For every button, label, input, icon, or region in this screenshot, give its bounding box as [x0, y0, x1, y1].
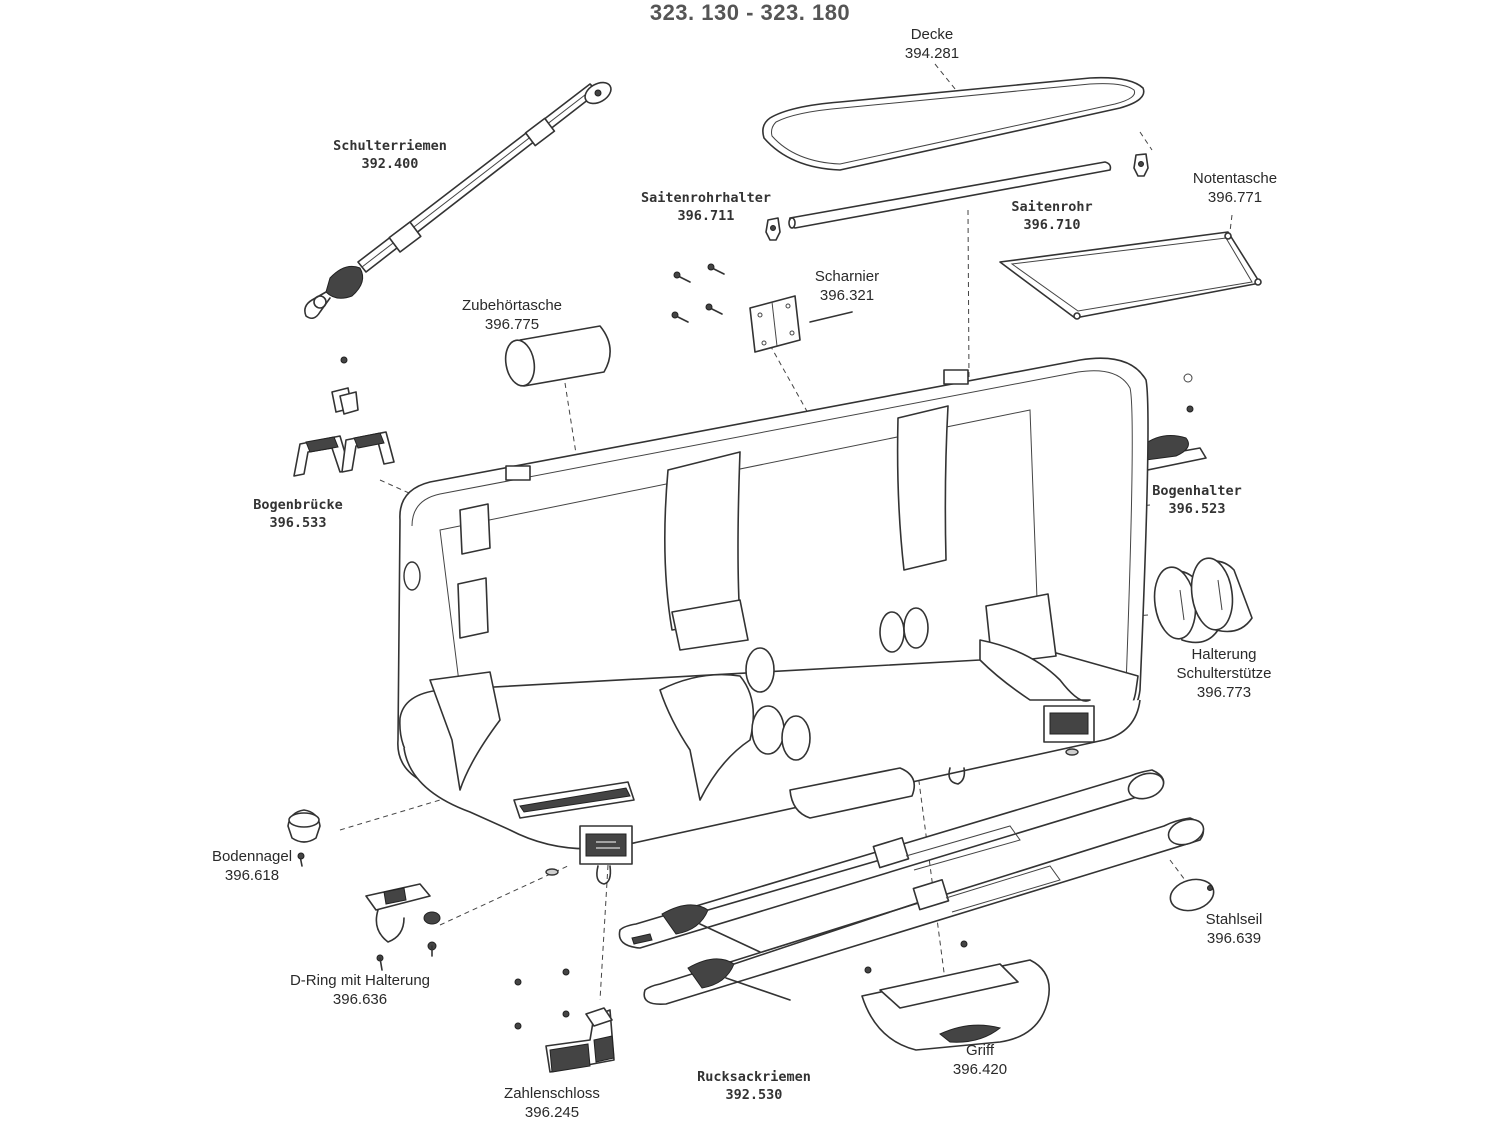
halterung-rings	[1153, 557, 1253, 644]
diagram-title: 323. 130 - 323. 180	[649, 0, 851, 25]
saitenrohrhalter-clips	[765, 153, 1149, 241]
bogenbruecke-part	[293, 356, 395, 477]
rucksackriemen-straps	[618, 769, 1205, 1006]
zahlenschloss-part	[514, 968, 615, 1073]
case-body	[397, 357, 1149, 885]
griff-part	[861, 940, 1050, 1051]
notentasche-pouch	[999, 231, 1262, 320]
stahlseil-part	[1169, 878, 1215, 912]
saitenrohr-tube	[788, 161, 1112, 229]
decke-lining	[762, 76, 1145, 171]
dring-part	[365, 883, 441, 971]
schulterriemen-strap	[304, 81, 612, 320]
scharnier-hinge	[671, 263, 853, 353]
zubehoertasche-tube	[504, 325, 611, 387]
bodennagel-part	[287, 809, 321, 867]
